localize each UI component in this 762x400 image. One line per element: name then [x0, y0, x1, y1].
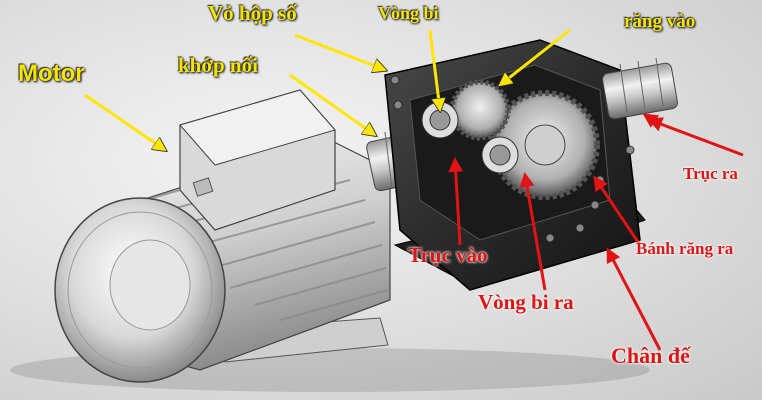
- motor: [54, 89, 444, 383]
- label-vong-bi-ra: Vòng bi ra: [478, 290, 574, 314]
- label-motor: Motor: [18, 60, 85, 87]
- label-vong-bi: Vòng bi: [378, 3, 439, 23]
- yellow-arrows: [84, 28, 571, 150]
- label-vo-hop-so: Vỏ hộp số: [208, 1, 297, 25]
- gearbox: [384, 39, 679, 291]
- red-arrows: [448, 113, 744, 351]
- label-truc-ra: Trục ra: [683, 164, 738, 183]
- label-chan-de: Chân đế: [611, 343, 690, 368]
- label-banh-rang-ra: Bánh răng ra: [636, 239, 734, 258]
- label-rang-vao: răng vào: [624, 11, 696, 32]
- label-khop-noi: khớp nối: [178, 53, 258, 77]
- label-truc-vao: Trục vào: [408, 243, 488, 267]
